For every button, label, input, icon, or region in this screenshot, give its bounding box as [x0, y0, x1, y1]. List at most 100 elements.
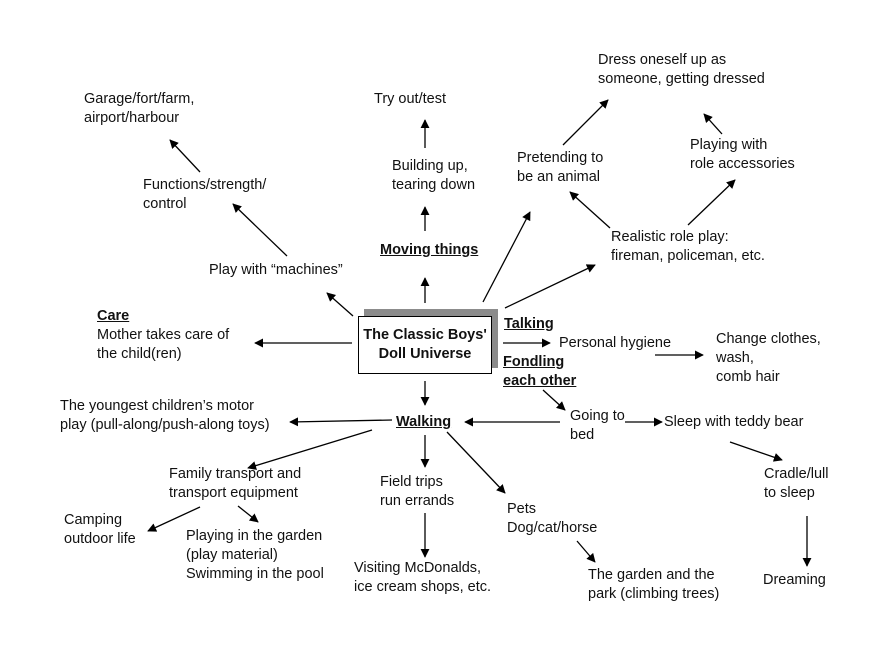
node-garden-park-line: park (climbing trees)	[588, 586, 720, 602]
node-try-out-line: Try out/test	[374, 91, 446, 107]
arrow-machines-to-functions	[232, 203, 288, 257]
node-family-transport-line: transport equipment	[169, 485, 298, 501]
node-change-clothes-line: comb hair	[716, 369, 780, 385]
arrow-animal-to-dressup	[562, 99, 609, 146]
node-care-text-line: Mother takes care of	[97, 327, 230, 343]
node-going-to-bed-line: Going to	[570, 408, 625, 424]
center-title-line1: The Classic Boys'	[363, 327, 487, 343]
node-family-transport: Family transport and transport equipment	[169, 465, 301, 503]
node-building-line: tearing down	[392, 177, 476, 193]
node-going-to-bed-line: bed	[570, 427, 595, 443]
node-fondling: Fondling each other	[503, 353, 576, 391]
node-role-accessories-line: Playing with	[690, 137, 768, 153]
node-mcdonalds-line: Visiting McDonalds,	[354, 560, 482, 576]
node-functions-line: control	[143, 196, 187, 212]
node-machines: Play with “machines”	[209, 261, 343, 280]
arrow-fondling-to-bed	[542, 389, 566, 411]
arrow-realistic-to-accessories	[687, 179, 736, 226]
arrow-family-to-garden	[237, 505, 259, 523]
node-dress-up-line: someone, getting dressed	[598, 71, 765, 87]
arrow-teddy-to-cradle	[729, 441, 783, 462]
node-role-accessories: Playing with role accessories	[690, 136, 795, 174]
arrow-center-to-realistic	[504, 264, 596, 309]
node-field-trips-line: Field trips	[380, 474, 443, 490]
node-mcdonalds-line: ice cream shops, etc.	[354, 579, 491, 595]
node-garage: Garage/fort/farm, airport/harbour	[84, 90, 194, 128]
node-animal: Pretending to be an animal	[517, 149, 603, 187]
node-realistic-line: Realistic role play:	[611, 229, 729, 245]
arrow-walking-to-youngest	[289, 417, 393, 427]
node-try-out: Try out/test	[374, 90, 446, 109]
node-youngest-line: play (pull-along/push-along toys)	[60, 417, 270, 433]
node-machines-line: Play with “machines”	[209, 262, 343, 278]
arrow-walking-to-pets	[446, 431, 506, 494]
node-building-line: Building up,	[392, 158, 468, 174]
center-title-line2: Doll Universe	[378, 346, 472, 362]
node-camping: Camping outdoor life	[64, 511, 136, 549]
arrow-functions-to-garage	[169, 139, 201, 173]
node-change-clothes-line: wash,	[716, 350, 754, 366]
node-talking-line: Talking	[504, 316, 554, 332]
node-garage-line: Garage/fort/farm,	[84, 91, 195, 107]
node-change-clothes: Change clothes, wash, comb hair	[716, 330, 821, 387]
node-garage-line: airport/harbour	[84, 110, 180, 126]
arrow-accessories-to-dressup	[703, 113, 723, 135]
node-dress-up-line: Dress oneself up as	[598, 52, 727, 68]
node-youngest-line: The youngest children’s motor	[60, 398, 254, 414]
node-teddy-line: Sleep with teddy bear	[664, 414, 804, 430]
node-talking: Talking	[504, 315, 554, 334]
node-dreaming-line: Dreaming	[763, 572, 826, 588]
node-pets: Pets Dog/cat/horse	[507, 500, 597, 538]
node-cradle: Cradle/lull to sleep	[764, 465, 828, 503]
arrow-center-to-machines	[326, 292, 354, 317]
node-change-clothes-line: Change clothes,	[716, 331, 821, 347]
node-field-trips-line: run errands	[380, 493, 455, 509]
node-dress-up: Dress oneself up as someone, getting dre…	[598, 51, 765, 89]
node-dreaming: Dreaming	[763, 571, 826, 590]
node-functions-line: Functions/strength/	[143, 177, 267, 193]
node-animal-line: be an animal	[517, 169, 601, 185]
node-camping-line: Camping	[64, 512, 123, 528]
node-care-title: Care	[97, 307, 129, 326]
node-animal-line: Pretending to	[517, 150, 604, 166]
node-mcdonalds: Visiting McDonalds, ice cream shops, etc…	[354, 559, 491, 597]
node-moving-things: Moving things	[380, 241, 478, 260]
center-node: The Classic Boys' Doll Universe	[358, 316, 492, 374]
node-cradle-line: to sleep	[764, 485, 815, 501]
node-care-text-line: the child(ren)	[97, 346, 182, 362]
arrow-realistic-to-animal	[569, 191, 611, 229]
arrow-family-to-camping	[147, 506, 201, 532]
node-teddy: Sleep with teddy bear	[664, 413, 803, 432]
node-realistic: Realistic role play: fireman, policeman,…	[611, 228, 765, 266]
node-family-transport-line: Family transport and	[169, 466, 302, 482]
node-pets-line: Dog/cat/horse	[507, 520, 598, 536]
node-garden-play-line: Swimming in the pool	[186, 566, 324, 582]
node-hygiene: Personal hygiene	[559, 334, 671, 353]
arrow-pets-to-park	[576, 540, 596, 563]
node-cradle-line: Cradle/lull	[764, 466, 829, 482]
node-care-text: Mother takes care of the child(ren)	[97, 326, 229, 364]
node-going-to-bed: Going to bed	[570, 407, 625, 445]
node-hygiene-line: Personal hygiene	[559, 335, 672, 351]
node-care-title-line: Care	[97, 308, 130, 324]
node-garden-park: The garden and the park (climbing trees)	[588, 566, 719, 604]
node-functions: Functions/strength/ control	[143, 176, 266, 214]
node-walking: Walking	[396, 413, 451, 432]
arrow-center-to-animal	[482, 211, 531, 303]
node-walking-line: Walking	[396, 414, 452, 430]
node-garden-play-line: Playing in the garden	[186, 528, 323, 544]
node-youngest: The youngest children’s motor play (pull…	[60, 397, 270, 435]
node-fondling-line: each other	[503, 373, 577, 389]
node-camping-line: outdoor life	[64, 531, 136, 547]
node-garden-play: Playing in the garden (play material) Sw…	[186, 527, 324, 584]
node-building: Building up, tearing down	[392, 157, 475, 195]
node-garden-park-line: The garden and the	[588, 567, 715, 583]
node-garden-play-line: (play material)	[186, 547, 278, 563]
node-fondling-line: Fondling	[503, 354, 565, 370]
node-pets-line: Pets	[507, 501, 537, 517]
node-field-trips: Field trips run errands	[380, 473, 454, 511]
node-role-accessories-line: role accessories	[690, 156, 795, 172]
node-moving-things-line: Moving things	[380, 242, 479, 258]
arrow-walking-to-family	[247, 429, 373, 470]
